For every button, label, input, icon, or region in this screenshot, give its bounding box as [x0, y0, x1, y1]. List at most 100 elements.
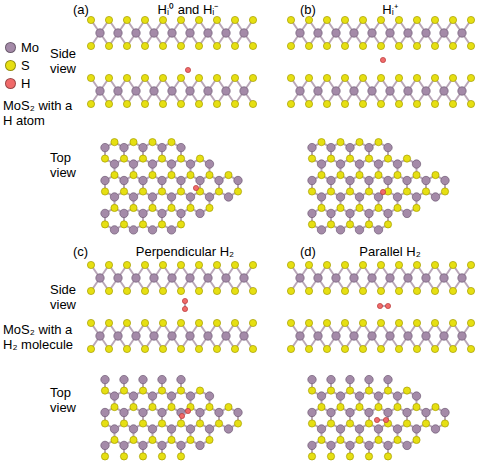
- s-atom: [123, 261, 130, 268]
- s-atom: [413, 403, 420, 410]
- mo-atom: [412, 160, 420, 168]
- s-atom: [159, 287, 166, 294]
- s-atom: [249, 16, 256, 23]
- mo-atom: [158, 375, 166, 383]
- s-atom: [177, 42, 184, 49]
- mos2-layer-side: [287, 261, 474, 294]
- s-atom: [323, 261, 330, 268]
- s-atom: [395, 261, 402, 268]
- mo-atom: [336, 160, 344, 168]
- s-atom: [403, 387, 410, 394]
- mo-atom: [365, 441, 373, 449]
- s-atom: [467, 287, 474, 294]
- mo-atom: [120, 143, 128, 151]
- mo-atom: [374, 392, 382, 400]
- s-atom: [337, 171, 344, 178]
- mo-atom: [327, 441, 335, 449]
- mo-atom: [110, 226, 118, 234]
- s-atom: [87, 42, 94, 49]
- s-atom: [365, 188, 372, 195]
- s-atom: [231, 100, 238, 107]
- s-atom: [449, 74, 456, 81]
- mo-atom: [132, 87, 140, 95]
- mo-atom: [422, 408, 430, 416]
- mo-atom: [114, 29, 122, 37]
- s-atom: [287, 261, 294, 268]
- s-atom: [323, 345, 330, 352]
- mo-atom: [101, 176, 109, 184]
- s-atom: [395, 345, 402, 352]
- s-atom: [356, 171, 363, 178]
- s-atom: [346, 453, 353, 460]
- h-atom: [383, 417, 388, 422]
- s-atom: [139, 188, 146, 195]
- s-atom: [413, 74, 420, 81]
- s-atom: [359, 261, 366, 268]
- s-atom: [213, 16, 220, 23]
- s-atom: [413, 204, 420, 211]
- s-atom: [231, 287, 238, 294]
- s-atom: [177, 345, 184, 352]
- s-atom: [323, 74, 330, 81]
- s-atom: [206, 204, 213, 211]
- mo-atom: [168, 87, 176, 95]
- s-atom: [159, 261, 166, 268]
- s-atom: [356, 403, 363, 410]
- s-atom: [105, 100, 112, 107]
- s-atom: [359, 42, 366, 49]
- mo-atom: [96, 87, 104, 95]
- s-atom: [206, 403, 213, 410]
- mo-atom: [317, 226, 325, 234]
- view-label: Top view: [50, 385, 84, 415]
- s-atom: [337, 436, 344, 443]
- mo-atom: [386, 29, 394, 37]
- mo-atom: [412, 392, 420, 400]
- s-atom: [87, 261, 94, 268]
- s-atom: [231, 319, 238, 326]
- mo-atom: [120, 176, 128, 184]
- mo-atom: [186, 332, 194, 340]
- s-atom: [87, 16, 94, 23]
- mo-atom: [412, 425, 420, 433]
- s-atom: [141, 345, 148, 352]
- s-atom: [177, 261, 184, 268]
- panel-letter: (a): [73, 2, 89, 17]
- s-atom: [449, 287, 456, 294]
- s-atom: [365, 420, 372, 427]
- mo-atom: [96, 274, 104, 282]
- s-atom: [158, 155, 165, 162]
- s-atom: [318, 204, 325, 211]
- s-atom: [413, 42, 420, 49]
- mo-atom: [332, 274, 340, 282]
- mos2-top-view: [101, 139, 242, 235]
- mos2-layer-side: [287, 16, 474, 49]
- mo-atom: [120, 441, 128, 449]
- s-atom: [234, 188, 241, 195]
- s-atom: [395, 16, 402, 23]
- s-atom: [177, 319, 184, 326]
- s-atom: [123, 100, 130, 107]
- mo-atom: [365, 375, 373, 383]
- s-atom: [168, 139, 175, 146]
- mo-atom: [393, 392, 401, 400]
- s-atom: [359, 319, 366, 326]
- legend-text: S: [21, 58, 30, 73]
- s-atom: [431, 345, 438, 352]
- mo-atom: [393, 193, 401, 201]
- mo-atom: [355, 193, 363, 201]
- mo-atom: [327, 143, 335, 151]
- h-atom: [182, 306, 187, 311]
- mo-atom: [296, 332, 304, 340]
- s-atom: [467, 319, 474, 326]
- mo-atom: [110, 392, 118, 400]
- s-atom: [87, 100, 94, 107]
- mo-atom: [332, 87, 340, 95]
- mo-atom: [403, 176, 411, 184]
- mo-atom: [177, 176, 185, 184]
- s-atom: [213, 261, 220, 268]
- h-atom: [182, 298, 187, 303]
- mo-atom: [132, 29, 140, 37]
- s-atom: [141, 287, 148, 294]
- mo-atom: [196, 408, 204, 416]
- mo-atom: [129, 425, 137, 433]
